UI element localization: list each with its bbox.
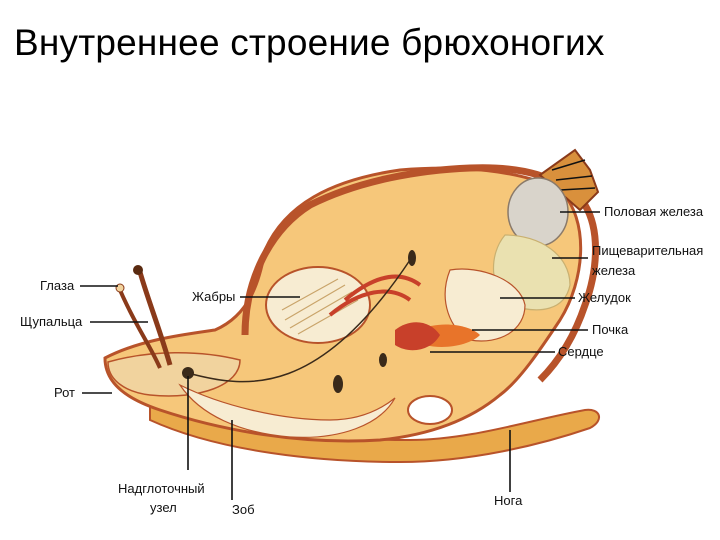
label-ganglion-2: узел: [150, 500, 177, 515]
gills-organ: [265, 266, 371, 344]
gill-lines: [281, 278, 359, 335]
vessel-lines: [328, 274, 422, 317]
label-digestive-gland-2: железа: [592, 263, 636, 278]
shell-apex-lines: [551, 159, 596, 191]
shell-apex: [538, 148, 600, 212]
label-foot: Нога: [494, 493, 523, 508]
label-eyes: Глаза: [40, 278, 75, 293]
label-gills: Жабры: [192, 289, 235, 304]
label-kidney: Почка: [592, 322, 629, 337]
shell-outline: [241, 164, 599, 383]
heart-organ: [395, 322, 440, 351]
nerve-node-3: [408, 250, 416, 266]
mantle-opening: [407, 395, 453, 425]
eye-spot: [133, 265, 143, 275]
stomach-organ: [444, 268, 526, 342]
label-tentacles: Щупальца: [20, 314, 83, 329]
label-stomach: Желудок: [578, 290, 631, 305]
nerve-node-2: [379, 353, 387, 367]
label-gonad: Половая железа: [604, 204, 704, 219]
label-crop: Зоб: [232, 502, 255, 517]
tentacle-lower: [118, 289, 162, 369]
slide-title: Внутреннее строение брюхоногих: [14, 22, 605, 63]
label-heart: Сердце: [558, 344, 604, 359]
label-digestive-gland-1: Пищеварительная: [592, 243, 703, 258]
crop-organ: [178, 383, 396, 438]
tentacle-upper: [137, 271, 173, 366]
label-mouth: Рот: [54, 385, 75, 400]
ganglion-organ: [182, 367, 194, 379]
nerve-cord: [187, 259, 411, 383]
nerve-node-1: [333, 375, 343, 393]
label-ganglion-1: Надглоточный: [118, 481, 205, 496]
